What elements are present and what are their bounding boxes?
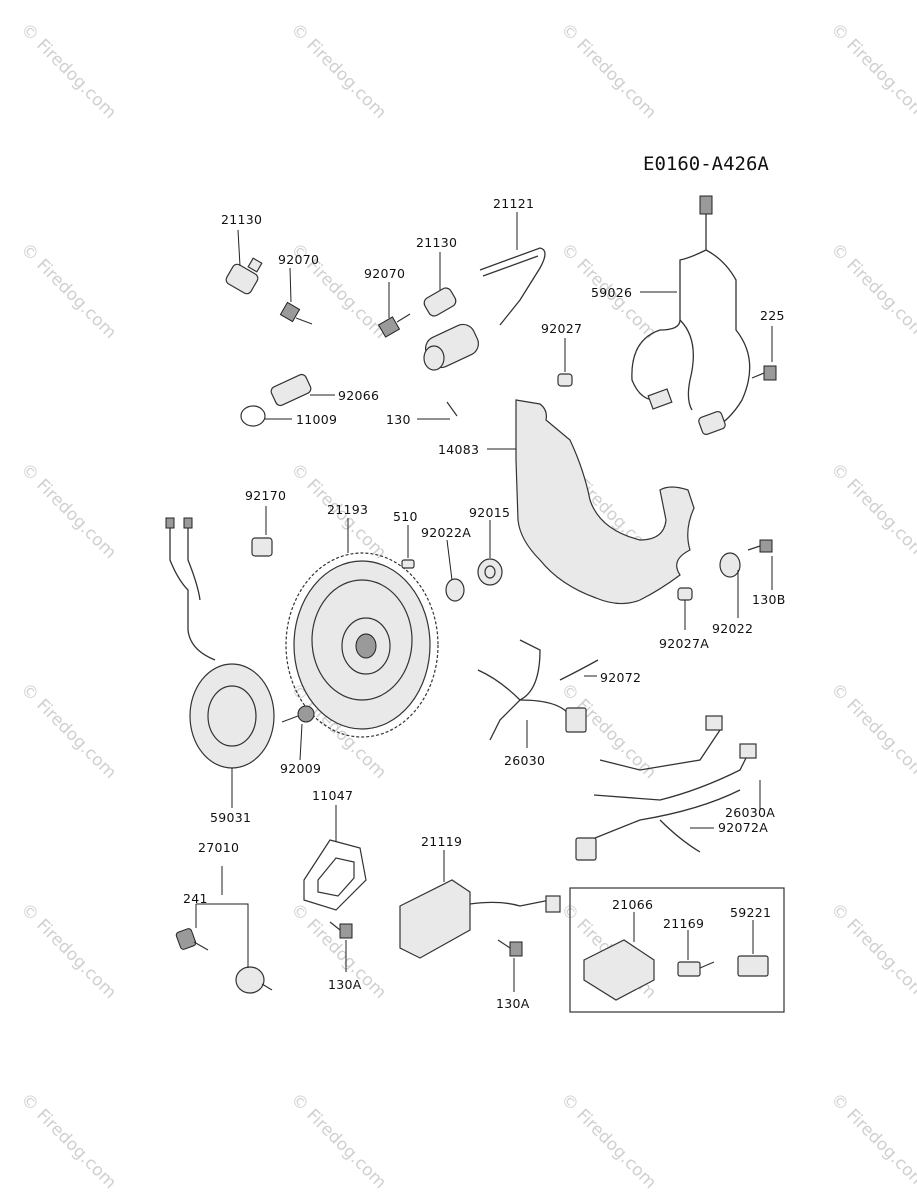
part-21130-switch-left	[225, 229, 263, 295]
part-label: 510	[393, 509, 418, 524]
watermark: © Firedog.com	[826, 1089, 917, 1193]
watermark: © Firedog.com	[16, 899, 120, 1003]
part-130A-bolt-left	[329, 921, 353, 972]
part-59031-stator	[165, 517, 275, 808]
part-26030A-harness	[575, 715, 761, 861]
part-label: 27010	[198, 840, 239, 855]
part-label: 92027	[541, 321, 582, 336]
watermark: © Firedog.com	[556, 1089, 660, 1193]
part-label: 21130	[416, 235, 457, 250]
part-label: 92066	[338, 388, 379, 403]
part-92170-clamp	[251, 506, 273, 557]
watermark: © Firedog.com	[826, 679, 917, 783]
part-92022A-washer	[445, 539, 465, 602]
watermark: © Firedog.com	[826, 899, 917, 1003]
watermark: © Firedog.com	[556, 19, 660, 123]
part-92066-switch	[270, 373, 335, 407]
diagram-code: E0160-A426A	[643, 153, 769, 175]
part-label: 26030	[504, 753, 545, 768]
part-11047-gasket	[303, 805, 367, 911]
part-21169-terminal	[677, 930, 715, 977]
part-label: 92027A	[659, 636, 709, 651]
part-label: 92022A	[421, 525, 471, 540]
part-130A-bolt-right	[497, 939, 523, 992]
part-14083-cover	[487, 399, 695, 605]
part-26030-harness	[477, 639, 599, 748]
part-label: 92070	[278, 252, 319, 267]
watermark: © Firedog.com	[16, 1089, 120, 1193]
part-label: 130	[386, 412, 411, 427]
part-label: 130B	[752, 592, 786, 607]
part-label: 14083	[438, 442, 479, 457]
part-label: 59031	[210, 810, 251, 825]
part-label: 92170	[245, 488, 286, 503]
part-label: 59026	[591, 285, 632, 300]
part-label: 92070	[364, 266, 405, 281]
part-510-key	[401, 525, 415, 569]
part-21130-switch-right	[423, 252, 457, 317]
part-92027A-collar	[677, 587, 693, 630]
part-92070-plug-left	[279, 267, 313, 325]
part-label: 59221	[730, 905, 771, 920]
watermark: © Firedog.com	[826, 239, 917, 343]
part-27010-switch	[175, 866, 273, 994]
part-label: 225	[760, 308, 785, 323]
part-label: 92072A	[718, 820, 768, 835]
part-59221-connector	[737, 920, 769, 977]
watermark: © Firedog.com	[826, 19, 917, 123]
part-225-bolt	[751, 326, 777, 381]
part-92022-washer	[719, 552, 741, 618]
part-130B-bolt	[747, 539, 773, 590]
inset-box	[569, 887, 785, 1013]
watermark: © Firedog.com	[286, 19, 390, 123]
watermark: © Firedog.com	[16, 459, 120, 563]
watermark: © Firedog.com	[16, 239, 120, 343]
part-92015-nut	[477, 520, 503, 586]
watermark: © Firedog.com	[16, 679, 120, 783]
watermark: © Firedog.com	[286, 1089, 390, 1193]
part-130-bolt	[417, 401, 458, 420]
part-21121-ignition-coil	[423, 212, 546, 371]
part-21119-regulator	[399, 850, 561, 959]
part-label: 21121	[493, 196, 534, 211]
part-label: 92015	[469, 505, 510, 520]
part-label: 11009	[296, 412, 337, 427]
part-label: 21193	[327, 502, 368, 517]
part-92070-plug-right	[377, 282, 411, 338]
part-label: 26030A	[725, 805, 775, 820]
part-label: 92009	[280, 761, 321, 776]
part-59026-harness	[631, 195, 751, 436]
part-label: 241	[183, 891, 208, 906]
part-92009-screw	[281, 705, 315, 761]
part-label: 130A	[328, 977, 362, 992]
part-label: 92072	[600, 670, 641, 685]
watermark: © Firedog.com	[826, 459, 917, 563]
part-label: 21066	[612, 897, 653, 912]
part-label: 11047	[312, 788, 353, 803]
watermark: © Firedog.com	[16, 19, 120, 123]
part-11009-o-ring	[240, 405, 292, 427]
part-label: 92022	[712, 621, 753, 636]
part-label: 21119	[421, 834, 462, 849]
part-label: 21169	[663, 916, 704, 931]
part-21066-rectifier	[583, 912, 655, 1001]
part-92027-collar	[557, 338, 573, 387]
part-21193-flywheel	[285, 518, 439, 738]
part-label: 130A	[496, 996, 530, 1011]
part-label: 21130	[221, 212, 262, 227]
